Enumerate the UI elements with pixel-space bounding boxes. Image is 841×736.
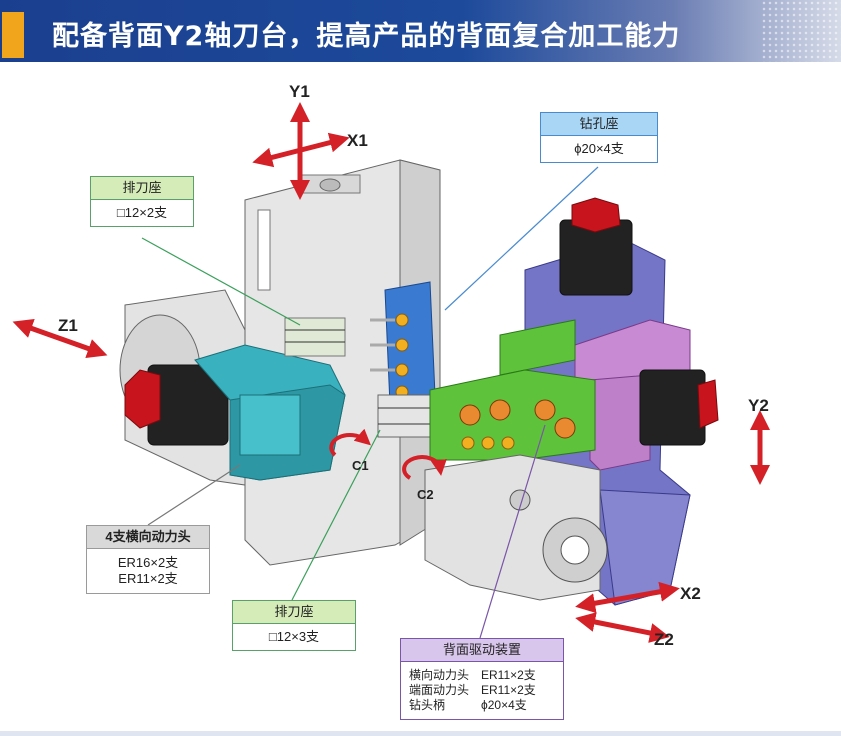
sub-spindle-unit [424, 454, 608, 601]
drill-holder-spec: ϕ20×4支 [541, 136, 657, 162]
c1-rotation-arrow [329, 428, 371, 457]
back-drive-row-value: ER11×2支 [481, 683, 536, 697]
back-drive-row-label: 端面动力头 [409, 683, 470, 697]
tool-holder-callout-upper: 排刀座 □12×2支 [90, 176, 194, 227]
back-drive-specs: 横向动力头 ER11×2支 端面动力头 ER11×2支 钻头柄 ϕ20×4支 [401, 662, 563, 719]
teal-power-head [194, 344, 346, 481]
power-head-spec-er11: ER11×2支 [118, 571, 178, 586]
axis-label-z2: Z2 [654, 630, 674, 649]
head-leader-line [147, 464, 241, 526]
y1-x1-axis-arrows [252, 102, 350, 200]
tool-block-upper [284, 317, 346, 357]
tool-holder-lower-spec: □12×3支 [233, 624, 355, 650]
power-head-callout: 4支横向动力头 ER16×2支 ER11×2支 [86, 525, 210, 594]
back-drive-row-value: ϕ20×4支 [481, 698, 527, 712]
footer-band [0, 731, 841, 736]
banner-background [0, 0, 841, 62]
right-side-motor [639, 369, 719, 446]
back-drive-row: 钻头柄 ϕ20×4支 [409, 698, 555, 713]
drill-holder-block [370, 281, 436, 406]
axis-label-z1: Z1 [58, 316, 78, 335]
power-head-spec-er16: ER16×2支 [117, 555, 179, 570]
axis-label-y1: Y1 [289, 82, 310, 101]
drill-holder-callout: 钻孔座 ϕ20×4支 [540, 112, 658, 163]
tool2-leader-line [291, 429, 381, 601]
power-head-specs: ER16×2支 ER11×2支 [87, 549, 209, 593]
banner-accent-bar [2, 12, 24, 58]
tool1-leader-line [141, 237, 301, 326]
axis-label-c1: C1 [352, 458, 369, 473]
tool-holder-callout-lower: 排刀座 □12×3支 [232, 600, 356, 651]
tool-block-lower [377, 394, 431, 438]
tool-holder-upper-title: 排刀座 [91, 177, 193, 200]
z1-axis-arrow [12, 318, 108, 359]
banner-dot-pattern [761, 0, 841, 62]
power-head-title: 4支横向动力头 [87, 526, 209, 549]
back-drive-row: 端面动力头 ER11×2支 [409, 683, 555, 698]
tool-holder-lower-title: 排刀座 [233, 601, 355, 624]
title-banner: 配备背面Y2轴刀台，提高产品的背面复合加工能力 [0, 0, 841, 62]
back-drive-row-label: 横向动力头 [409, 668, 470, 682]
back-drive-callout: 背面驱动装置 横向动力头 ER11×2支 端面动力头 ER11×2支 钻头柄 ϕ… [400, 638, 564, 720]
left-spindle-unit [119, 289, 246, 486]
back-drive-row-label: 钻头柄 [409, 698, 446, 712]
drill-leader-line [444, 166, 599, 311]
drill-holder-title: 钻孔座 [541, 113, 657, 136]
top-right-motor [559, 197, 633, 296]
back-drive-row-value: ER11×2支 [481, 668, 536, 682]
axis-label-c2: C2 [417, 487, 434, 502]
axis-label-x1: X1 [347, 131, 368, 150]
axis-label-y2: Y2 [748, 396, 769, 415]
back-drive-row: 横向动力头 ER11×2支 [409, 668, 555, 683]
page-title: 配备背面Y2轴刀台，提高产品的背面复合加工能力 [52, 21, 681, 52]
axis-label-x2: X2 [680, 584, 701, 603]
tool-holder-upper-spec: □12×2支 [91, 200, 193, 226]
green-back-drive [429, 319, 596, 461]
back-leader-line [479, 424, 546, 639]
x2-z2-axis-arrows [575, 581, 680, 643]
back-drive-title: 背面驱动装置 [401, 639, 563, 662]
c2-rotation-arrow [402, 455, 447, 480]
